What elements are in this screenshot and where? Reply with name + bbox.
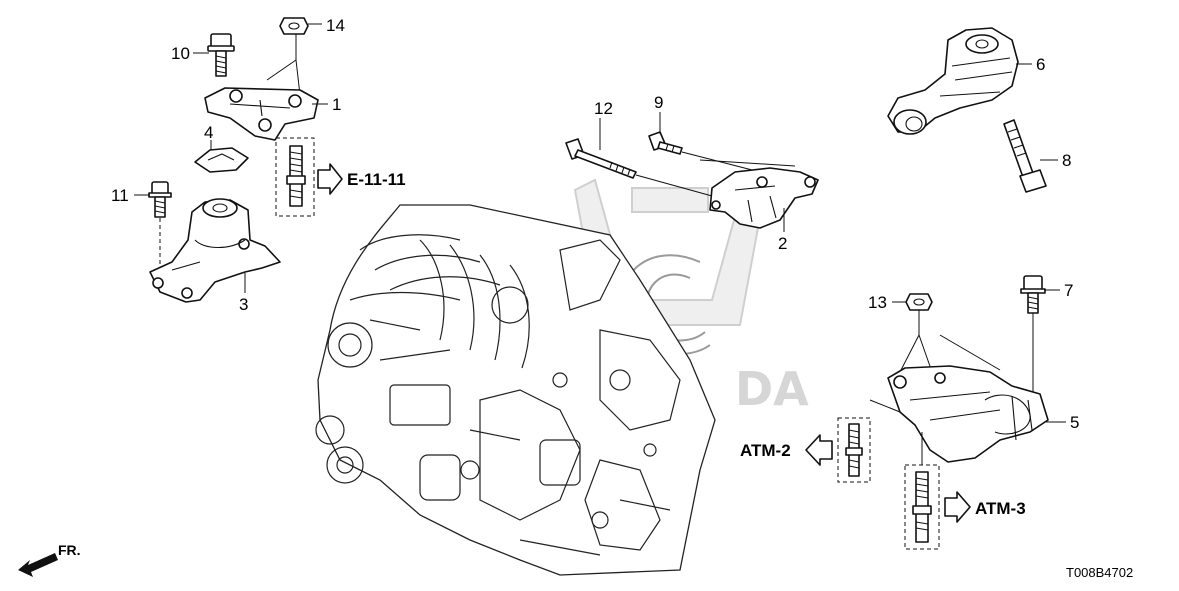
part-6-torque-rod — [887, 27, 1019, 135]
callout-3: 3 — [239, 295, 248, 314]
ref-atm-3: ATM-3 — [975, 499, 1026, 518]
stud-atm-3 — [912, 471, 932, 543]
part-1-bracket — [204, 87, 319, 141]
stud-e-11-11 — [286, 145, 306, 207]
part-11-bolt — [148, 181, 172, 218]
front-direction-label: FR. — [58, 542, 81, 558]
callout-1: 1 — [332, 95, 341, 114]
callout-10: 10 — [171, 44, 190, 63]
callout-7: 7 — [1064, 281, 1073, 300]
diagram-code: T008B4702 — [1066, 565, 1133, 580]
stud-atm-2 — [845, 423, 863, 477]
part-7-bolt — [1020, 275, 1046, 314]
part-4-stopper — [194, 147, 249, 173]
part-12-bolt — [565, 138, 637, 179]
callout-8: 8 — [1062, 151, 1071, 170]
callout-11: 11 — [111, 186, 129, 205]
ref-arrow-atm-2 — [805, 434, 833, 466]
part-2-bracket — [709, 167, 819, 229]
engine-assembly — [315, 204, 716, 576]
callout-4: 4 — [204, 123, 213, 142]
callout-2: 2 — [778, 234, 787, 253]
part-5-transmission-mount — [887, 365, 1049, 463]
part-10-bolt — [207, 33, 235, 77]
part-8-bolt — [1003, 119, 1047, 193]
watermark-brand-text: DA — [735, 362, 809, 416]
part-14-nut — [279, 17, 309, 35]
callout-14: 14 — [326, 16, 345, 35]
callout-12: 12 — [594, 99, 613, 118]
ref-arrow-atm-3 — [944, 491, 971, 523]
callout-6: 6 — [1036, 55, 1045, 74]
callout-5: 5 — [1070, 413, 1079, 432]
part-9-bolt — [648, 131, 683, 155]
ref-arrow-e-11-11 — [317, 163, 343, 195]
front-direction-indicator: FR. — [18, 542, 81, 577]
ref-atm-2: ATM-2 — [740, 441, 791, 460]
ref-e-11-11: E-11-11 — [347, 170, 406, 189]
callout-13: 13 — [868, 293, 887, 312]
callout-9: 9 — [654, 93, 663, 112]
part-3-mount — [149, 198, 281, 303]
part-13-nut — [905, 293, 933, 311]
